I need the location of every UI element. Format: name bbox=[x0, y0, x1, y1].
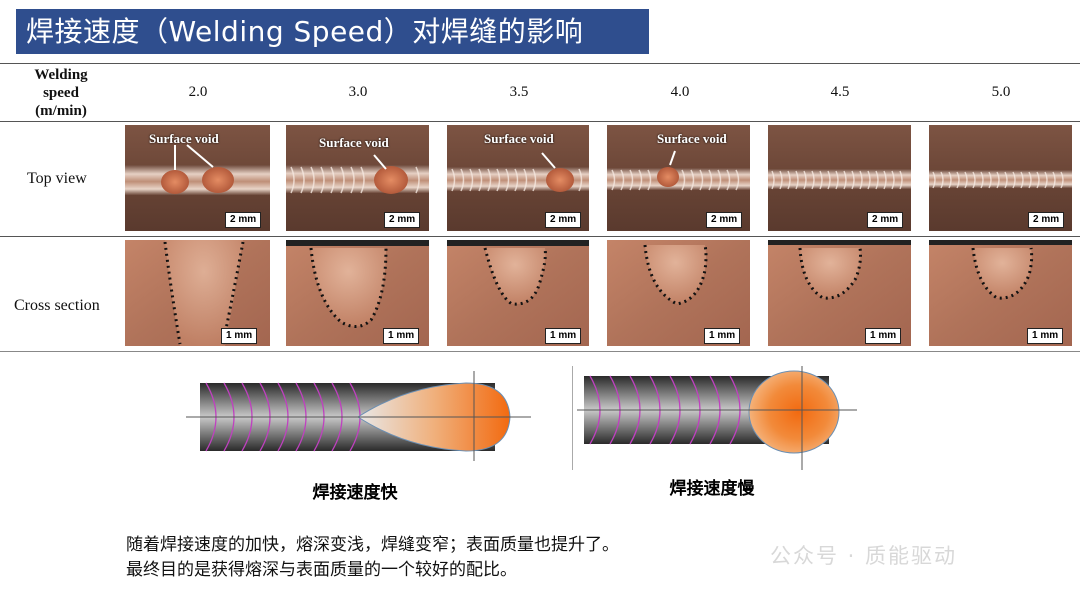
surface-void-label-1: Surface void bbox=[149, 131, 219, 146]
header-line-1: Welding bbox=[34, 67, 88, 83]
caption-fast-speed: 焊接速度快 bbox=[312, 483, 398, 503]
top-scale-3.0: 2 mm bbox=[384, 212, 421, 228]
table-header-line bbox=[0, 121, 1080, 122]
top-view-3.0 bbox=[286, 125, 429, 231]
top-scale-3.5: 2 mm bbox=[545, 212, 582, 228]
cross-scale-5.0: 1 mm bbox=[1027, 328, 1064, 344]
page-title: 焊接速度（Welding Speed）对焊缝的影响 bbox=[16, 9, 649, 54]
cross-scale-4.5: 1 mm bbox=[865, 328, 902, 344]
speed-header-4: 4.5 bbox=[830, 84, 850, 100]
diagram-slow-speed bbox=[571, 366, 857, 470]
speed-header-2: 3.5 bbox=[509, 84, 529, 100]
top-scale-5.0: 2 mm bbox=[1028, 212, 1065, 228]
top-scale-4.0: 2 mm bbox=[706, 212, 743, 228]
top-view-3.5 bbox=[447, 125, 589, 231]
cross-scale-4.0: 1 mm bbox=[704, 328, 741, 344]
top-scale-2.0: 2 mm bbox=[225, 212, 262, 228]
table-top-line bbox=[0, 63, 1080, 64]
cross-section-4.0 bbox=[607, 240, 750, 346]
body-line-1: 随着焊接速度的加快，熔深变浅，焊缝变窄；表面质量也提升了。 bbox=[126, 535, 619, 555]
row-label-cross-section: Cross section bbox=[14, 297, 100, 314]
welding-speed-header: Welding speed (m/min) bbox=[16, 66, 106, 120]
cross-scale-3.0: 1 mm bbox=[383, 328, 420, 344]
speed-header-3: 4.0 bbox=[670, 84, 690, 100]
top-view-2.0 bbox=[125, 125, 270, 231]
speed-header-5: 5.0 bbox=[991, 84, 1011, 100]
diagram-fast-speed bbox=[186, 366, 531, 466]
caption-slow-speed: 焊接速度慢 bbox=[669, 479, 755, 499]
top-scale-4.5: 2 mm bbox=[867, 212, 904, 228]
cross-scale-2.0: 1 mm bbox=[221, 328, 258, 344]
header-line-3: (m/min) bbox=[35, 103, 87, 119]
table-bottom-line bbox=[0, 351, 1080, 352]
surface-void-label-2: Surface void bbox=[319, 135, 389, 150]
cross-scale-3.5: 1 mm bbox=[545, 328, 582, 344]
speed-header-1: 3.0 bbox=[348, 84, 368, 100]
body-line-2: 最终目的是获得熔深与表面质量的一个较好的配比。 bbox=[126, 560, 517, 580]
watermark: 公众号 · 质能驱动 bbox=[770, 544, 958, 568]
speed-header-0: 2.0 bbox=[188, 84, 208, 100]
body-text: 随着焊接速度的加快，熔深变浅，焊缝变窄；表面质量也提升了。 最终目的是获得熔深与… bbox=[126, 533, 619, 583]
surface-void-label-3: Surface void bbox=[484, 131, 554, 146]
row-label-top-view: Top view bbox=[27, 170, 87, 187]
surface-void-label-4: Surface void bbox=[657, 131, 727, 146]
header-line-2: speed bbox=[43, 85, 79, 101]
table-row-divider bbox=[0, 236, 1080, 237]
